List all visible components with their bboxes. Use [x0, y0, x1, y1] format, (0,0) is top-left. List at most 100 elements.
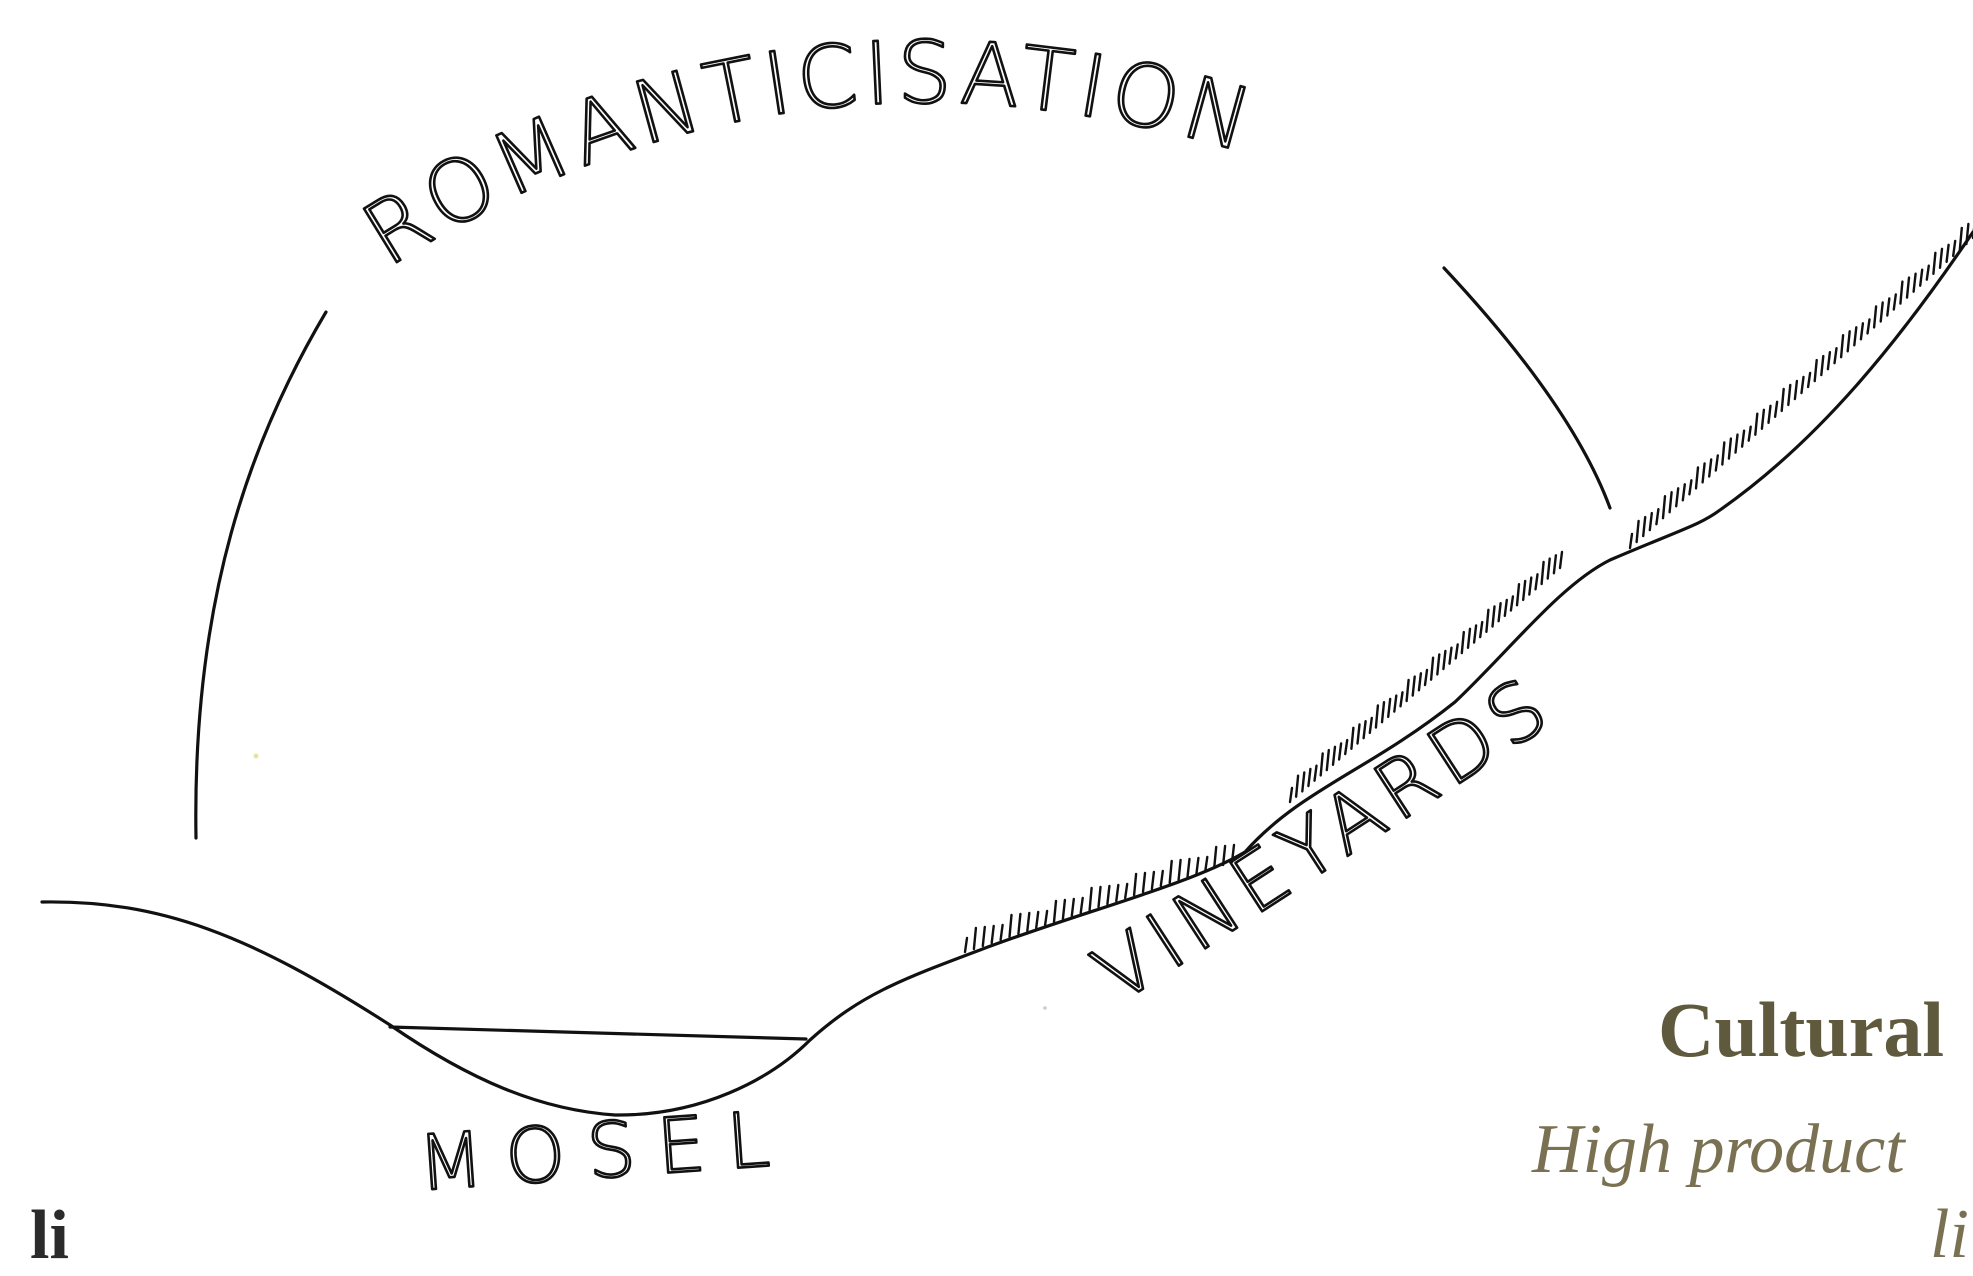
hatch-mark — [1760, 408, 1766, 430]
hatch-mark — [1423, 668, 1429, 687]
hatch-mark — [1497, 602, 1502, 623]
hatch-mark — [1436, 653, 1441, 676]
mosel-label: MOSEL — [415, 1093, 794, 1208]
hatch-mark — [1386, 697, 1392, 719]
hatch-mark — [1368, 716, 1374, 735]
hatch-mark — [1356, 723, 1361, 745]
hatch-mark — [1813, 358, 1818, 383]
hatch-mark — [1195, 856, 1200, 876]
hatch-mark — [1132, 872, 1138, 897]
hatch-mark — [1648, 511, 1654, 532]
romanticisation-sketch: ROMANTICISATION VINEYARDS MOSEL — [40, 22, 1973, 1209]
hatch-mark — [1546, 557, 1551, 580]
hatch-mark — [1528, 576, 1533, 596]
hatch-mark — [1313, 764, 1318, 782]
hatch-mark — [1918, 268, 1924, 287]
hatch-mark — [1141, 871, 1147, 894]
hatch-mark — [1429, 656, 1435, 681]
hatch-mark — [1460, 630, 1466, 655]
hatch-mark — [1787, 383, 1792, 407]
romanticisation-arc-right — [1442, 266, 1612, 510]
hatch-mark — [1938, 247, 1944, 269]
hatch-mark — [1688, 479, 1693, 496]
hatch-mark — [1552, 554, 1558, 575]
hatch-mark — [1707, 458, 1713, 478]
hatch-mark — [1521, 579, 1527, 602]
romanticisation-arc-left — [194, 310, 328, 840]
hatch-mark — [1879, 301, 1884, 323]
hatch-mark — [1886, 297, 1891, 317]
hatch-mark — [1097, 885, 1102, 909]
hatch-mark — [1853, 326, 1858, 347]
hatch-mark — [1123, 882, 1129, 900]
river-surface-line — [388, 1025, 808, 1041]
hatch-mark — [1362, 720, 1367, 740]
hatch-mark — [1150, 870, 1156, 891]
hatch-mark — [1965, 222, 1970, 246]
hatch-mark — [1820, 354, 1825, 377]
hatch-mark — [1212, 845, 1218, 870]
hatch-mark — [1793, 379, 1799, 401]
hatch-mark — [1734, 433, 1739, 454]
hatch-mark — [1319, 752, 1324, 777]
hatch-mark — [1628, 532, 1634, 550]
hatch-mark — [1515, 583, 1521, 607]
caption-subtitle-fragment: li — [1930, 1196, 1969, 1273]
hatch-mark — [1478, 620, 1484, 639]
hatch-mark — [1727, 437, 1733, 460]
hatch-mark — [1472, 624, 1478, 644]
hatch-mark — [1052, 899, 1058, 924]
hatch-mark — [1859, 322, 1865, 341]
vineyards-label: VINEYARDS — [1078, 656, 1570, 1021]
hatch-mark — [963, 936, 969, 954]
hatch-mark — [1221, 844, 1227, 867]
hatch-mark — [972, 926, 978, 951]
hatch-mark — [1442, 649, 1447, 671]
hatch-mark — [1540, 560, 1545, 586]
hatch-mark — [1008, 913, 1013, 939]
hatch-mark — [999, 923, 1004, 942]
hatch-mark — [1115, 883, 1120, 903]
hatch-mark — [1380, 701, 1386, 724]
hatch-mark — [1070, 897, 1076, 918]
hatch-mark — [1026, 911, 1031, 933]
hatch-mark — [1846, 330, 1851, 353]
hatch-mark — [1833, 347, 1838, 365]
hatch-mark — [1168, 859, 1173, 885]
hatch-mark — [1106, 884, 1111, 906]
hatch-mark — [1337, 742, 1343, 761]
hatch-mark — [1839, 334, 1845, 359]
hatch-mark — [1668, 491, 1673, 514]
hatch-mark — [1034, 910, 1040, 930]
hatch-mark — [1767, 404, 1772, 424]
hatch-mark — [1958, 226, 1964, 252]
hatch-mark — [1399, 691, 1404, 708]
hatch-mark — [1701, 462, 1706, 484]
hatch-mark — [1558, 550, 1564, 570]
hatch-mark — [1674, 487, 1680, 508]
stray-dot — [253, 753, 259, 759]
hatch-mark — [1061, 898, 1067, 921]
hatch-mark — [1899, 280, 1904, 305]
hatch-mark — [1466, 627, 1472, 649]
hatch-mark — [1714, 454, 1720, 472]
hatch-mark — [1872, 305, 1878, 329]
hatch-mark — [1393, 694, 1398, 713]
hatch-mark — [1800, 375, 1805, 395]
hatch-mark — [1951, 239, 1957, 258]
hatch-mark — [1721, 441, 1726, 466]
hatch-mark — [1932, 251, 1937, 275]
hatch-mark — [1325, 748, 1331, 772]
hatch-mark — [1655, 508, 1660, 526]
hatch-mark — [1912, 272, 1917, 293]
hatch-mark — [1806, 371, 1812, 389]
hatch-mark — [1294, 774, 1300, 798]
hatch-mark — [1485, 608, 1490, 633]
hatch-mark — [1694, 466, 1700, 490]
hatch-mark — [1509, 595, 1515, 612]
hatch-mark — [1905, 276, 1911, 299]
caption-subtitle: High product — [1532, 1111, 1905, 1188]
hatch-mark — [1740, 429, 1746, 448]
hatch-mark — [990, 924, 995, 945]
hatch-mark — [1350, 726, 1355, 750]
